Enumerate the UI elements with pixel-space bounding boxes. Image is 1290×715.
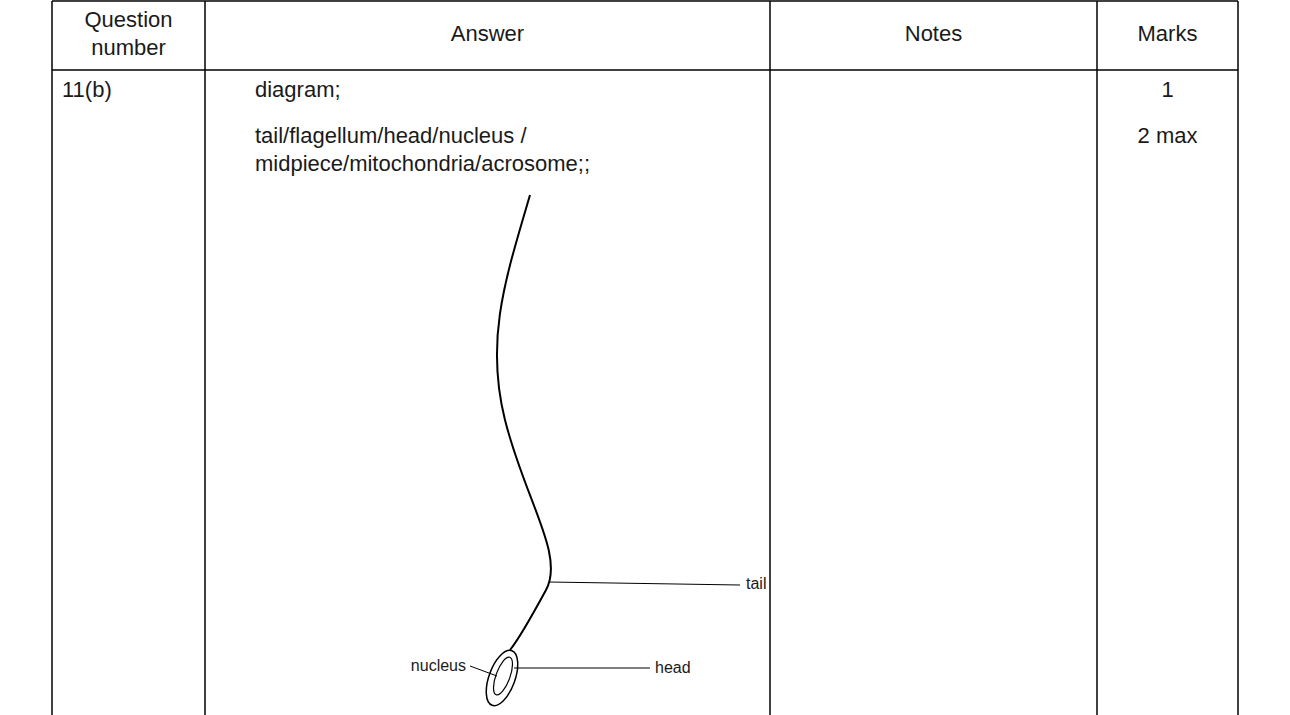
sperm-tail — [497, 195, 551, 650]
mark-value: 2 max — [1097, 122, 1238, 150]
part-label: head — [655, 658, 715, 678]
answer-text: diagram; — [255, 76, 555, 104]
answer-text: tail/flagellum/head/nucleus / midpiece/m… — [255, 122, 605, 178]
sperm-nucleus — [490, 655, 517, 697]
leader-lines — [470, 582, 740, 676]
question-number: 11(b) — [62, 76, 192, 104]
sperm-head — [480, 646, 524, 709]
sperm-cell — [480, 195, 551, 710]
column-header: Answer — [205, 20, 770, 48]
column-header: Question number — [52, 6, 205, 62]
part-label: tail — [746, 574, 806, 594]
column-header: Marks — [1097, 20, 1238, 48]
column-header: Notes — [770, 20, 1097, 48]
table-grid — [52, 1, 1238, 715]
mark-value: 1 — [1097, 76, 1238, 104]
part-label: nucleus — [404, 656, 466, 676]
